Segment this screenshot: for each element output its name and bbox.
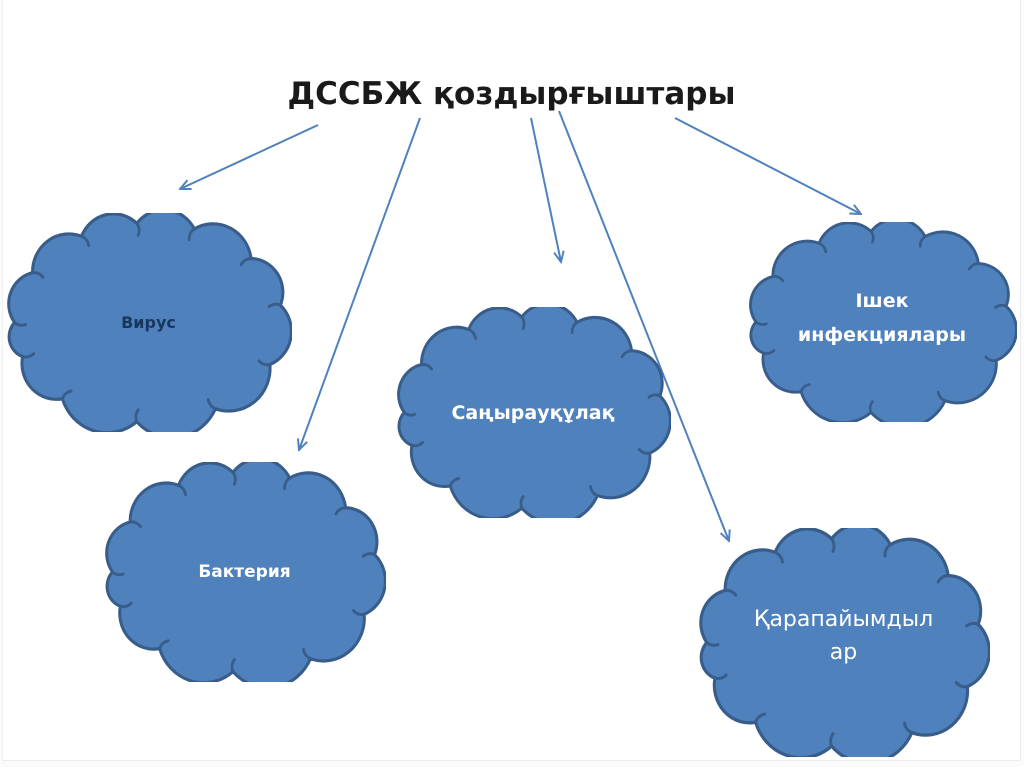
label-line: ар xyxy=(829,639,858,665)
cloud-intestinal-infections: Ішек инфекциялары xyxy=(747,222,1017,422)
page-title: ДССБЖ қоздырғыштары xyxy=(287,76,736,112)
cloud-bacteria-label: Бактерия xyxy=(103,462,386,682)
label-line: Қарапайымдыл xyxy=(753,606,934,632)
arrow-to-fungus xyxy=(530,117,561,262)
cloud-fungus: Саңырауқұлақ xyxy=(395,307,671,518)
label-line: Вирус xyxy=(121,313,176,332)
label-line: Бактерия xyxy=(198,562,291,582)
label-line: Саңырауқұлақ xyxy=(451,401,615,424)
cloud-intestinal-label: Ішек инфекциялары xyxy=(747,222,1017,422)
cloud-virus: Вирус xyxy=(5,213,292,432)
cloud-fungus-label: Саңырауқұлақ xyxy=(395,307,671,518)
label-line: Ішек xyxy=(855,290,909,312)
cloud-virus-label: Вирус xyxy=(5,213,292,432)
label-line: инфекциялары xyxy=(797,324,967,346)
arrow-to-virus xyxy=(180,124,319,189)
cloud-protozoa: Қарапайымдыл ар xyxy=(697,528,990,757)
arrow-to-intestinal xyxy=(674,117,861,214)
cloud-bacteria: Бактерия xyxy=(103,462,386,682)
cloud-protozoa-label: Қарапайымдыл ар xyxy=(697,528,990,757)
